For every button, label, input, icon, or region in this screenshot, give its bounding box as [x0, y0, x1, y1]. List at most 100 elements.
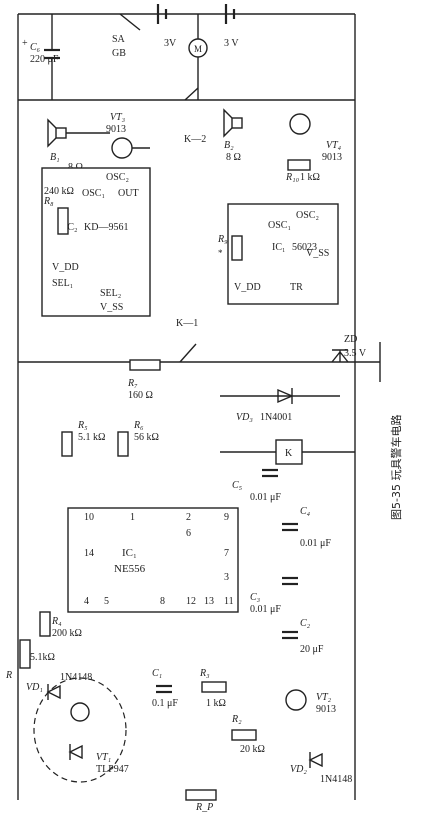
sound-ic-box	[227, 203, 339, 305]
switch-k1	[179, 343, 197, 363]
sound-osc2: OSC₂	[296, 210, 319, 221]
pin-label: 7	[224, 548, 229, 559]
r6-label: R₆	[133, 420, 144, 431]
middle-section: ZD 3.5 V R₇ 160 Ω VD₃ 1N4001 K	[127, 334, 367, 465]
switch-sa	[119, 13, 141, 31]
ic2-out: OUT	[118, 188, 139, 199]
r9-mark: *	[218, 248, 223, 258]
motor-label: M	[194, 44, 202, 54]
pin-label: 14	[84, 548, 94, 559]
resistor-r7	[129, 359, 161, 371]
r10-label: R₁₀	[285, 172, 300, 183]
battery-2-label: 3 V	[224, 38, 239, 49]
pin-label: 2	[186, 512, 191, 523]
c3-label: C₃	[250, 592, 261, 603]
resistor-r8	[57, 207, 69, 235]
ic2-osc1: OSC₁	[82, 188, 105, 199]
r9-label: R₉	[217, 234, 228, 245]
transistor-vt3	[111, 137, 133, 159]
r6-value: 56 kΩ	[134, 432, 159, 443]
sound-vss: V_SS	[306, 248, 329, 259]
r8-label: R₈	[43, 196, 54, 207]
pin-label: 8	[160, 596, 165, 607]
gb-label: GB	[112, 48, 126, 59]
c2-value: 20 μF	[300, 644, 324, 655]
ic2-name: IC₂	[64, 222, 78, 233]
r-value: 5.1kΩ	[30, 652, 55, 663]
c3-value: 0.01 μF	[250, 604, 281, 615]
relay-label: K	[285, 448, 293, 459]
top-power-section: + C₆ 220 μF SA GB 3V M 3 V K—2	[22, 4, 239, 145]
vt2-label: VT₂	[316, 692, 332, 703]
rails	[17, 13, 381, 800]
vd3-label: VD₃	[236, 412, 253, 423]
r2-value: 20 kΩ	[240, 744, 265, 755]
ic2-vdd: V_DD	[52, 262, 79, 273]
resistor-r9	[231, 235, 243, 261]
ic2-vss: V_SS	[100, 302, 123, 313]
figure-caption: 图5-35 玩具警车电路	[389, 415, 403, 520]
k1-label: K—1	[176, 318, 198, 329]
c1-value: 0.1 μF	[152, 698, 178, 709]
sound-osc1: OSC₁	[268, 220, 291, 231]
b2-label: B₂	[224, 140, 234, 151]
resistor-r	[19, 639, 31, 669]
c5-value: 0.01 μF	[250, 492, 281, 503]
r2-label: R₂	[231, 714, 242, 725]
vd2-label: VD₂	[290, 764, 307, 775]
ic2-part: KD—9561	[84, 222, 128, 233]
ne556-name: IC₁	[122, 547, 137, 559]
c1-label: C₁	[152, 668, 162, 679]
r7-label: R₇	[127, 378, 138, 389]
vt1-label: VT₁	[96, 752, 111, 763]
c4-value: 0.01 μF	[300, 538, 331, 549]
diode-vd2	[308, 752, 323, 768]
phototransistor	[70, 702, 90, 722]
r10-value: 1 kΩ	[300, 172, 320, 183]
pin-label: 11	[224, 596, 234, 607]
sound-tr: TR	[290, 282, 303, 293]
input-section: R 5.1kΩ VD₁ 1N4148 C₁ 0.1 μF R₃ 1 kΩ R₂ …	[5, 639, 352, 813]
r3-value: 1 kΩ	[206, 698, 226, 709]
zd-value: 3.5 V	[344, 348, 367, 359]
r5-label: R₅	[77, 420, 88, 431]
ic2-section: B₁ 8 Ω VT₃ 9013 OSC₂ OSC₁ OUT IC₂ KD—956…	[41, 112, 151, 317]
r3-label: R₃	[199, 668, 210, 679]
vd1-part: 1N4148	[60, 672, 92, 683]
ne556-box	[67, 507, 239, 613]
relay-k	[275, 439, 303, 465]
pin-label: 10	[84, 512, 94, 523]
diode-vd3	[277, 388, 294, 404]
c6-label: C₆	[30, 42, 41, 53]
vt2-part: 9013	[316, 704, 336, 715]
sound-part: 56023	[292, 242, 317, 253]
pin-label: 4	[84, 596, 89, 607]
r5-value: 5.1 kΩ	[78, 432, 105, 443]
pin-label: 12	[186, 596, 196, 607]
b2-ohm: 8 Ω	[226, 152, 241, 163]
transistor-vt2	[285, 689, 307, 711]
pin-label: 9	[224, 512, 229, 523]
resistor-r10	[287, 159, 311, 171]
sa-label: SA	[112, 34, 126, 45]
ic2-sel2: SEL₂	[100, 288, 121, 299]
ne556-pin-labels: 10 1 2 9 14 6 7 4 5 8 12 13 11 3	[84, 512, 234, 607]
r8-value: 240 kΩ	[44, 186, 74, 197]
r4-value: 200 kΩ	[52, 628, 82, 639]
ic2-sel1: SEL₁	[52, 278, 73, 289]
k2-label: K—2	[184, 134, 206, 145]
vd1-label: VD₁	[26, 682, 43, 693]
c5-label: C₅	[232, 480, 243, 491]
resistor-r6	[117, 431, 129, 457]
c6-plus: +	[22, 38, 28, 49]
rp-label: R_P	[195, 802, 213, 813]
ne556-part: NE556	[114, 563, 146, 575]
transistor-vt4	[289, 113, 311, 135]
ne556-section: IC₁ NE556 10 1 2 9 14 6 7 4 5 8 12 13 11…	[39, 420, 331, 655]
pin-label: 1	[130, 512, 135, 523]
resistor-r5	[61, 431, 73, 457]
vt4-part: 9013	[322, 152, 342, 163]
zener-zd	[331, 349, 349, 363]
